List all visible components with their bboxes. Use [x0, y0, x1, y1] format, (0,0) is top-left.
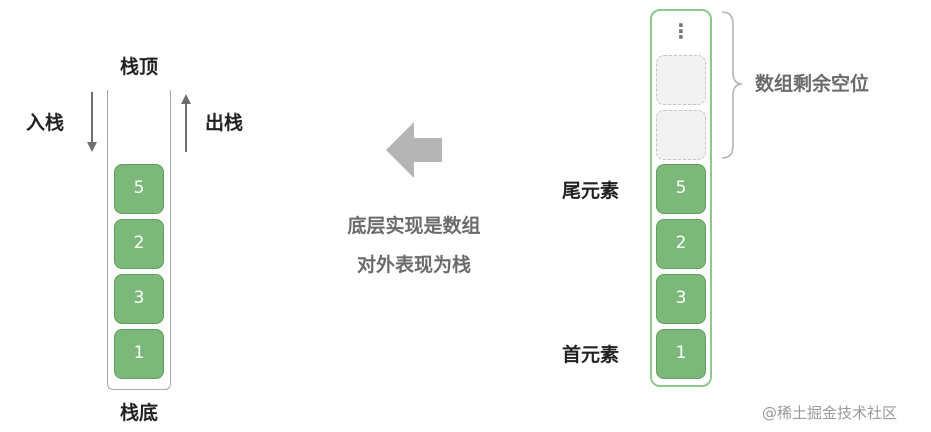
head-element-label: 首元素 — [562, 344, 620, 366]
ellipsis-icon: ⋮ — [671, 19, 691, 43]
push-arrow-icon — [87, 92, 97, 152]
stack-cell: 2 — [114, 219, 164, 269]
brace-icon — [721, 11, 743, 159]
caption-line-2: 对外表现为栈 — [356, 254, 471, 276]
left-arrow-icon — [386, 122, 442, 178]
stack-container — [107, 90, 171, 390]
array-cell: 1 — [656, 329, 706, 379]
tail-element-label: 尾元素 — [562, 180, 620, 202]
pop-arrow-icon — [181, 94, 191, 152]
watermark: @稀土掘金技术社区 — [762, 404, 898, 422]
array-container — [650, 9, 712, 387]
array-cell: 5 — [656, 164, 706, 214]
pop-label: 出栈 — [205, 112, 244, 134]
stack-cell: 1 — [114, 329, 164, 379]
empty-slot — [656, 55, 706, 105]
stack-cell: 3 — [114, 274, 164, 324]
array-cell: 3 — [656, 274, 706, 324]
array-cell: 2 — [656, 219, 706, 269]
push-label: 入栈 — [26, 112, 65, 134]
empty-slot — [656, 110, 706, 160]
caption-line-1: 底层实现是数组 — [347, 215, 481, 237]
stack-bottom-label: 栈底 — [119, 402, 158, 424]
free-space-label: 数组剩余空位 — [755, 73, 870, 95]
stack-cell: 5 — [114, 164, 164, 214]
stack-top-label: 栈顶 — [119, 56, 158, 78]
